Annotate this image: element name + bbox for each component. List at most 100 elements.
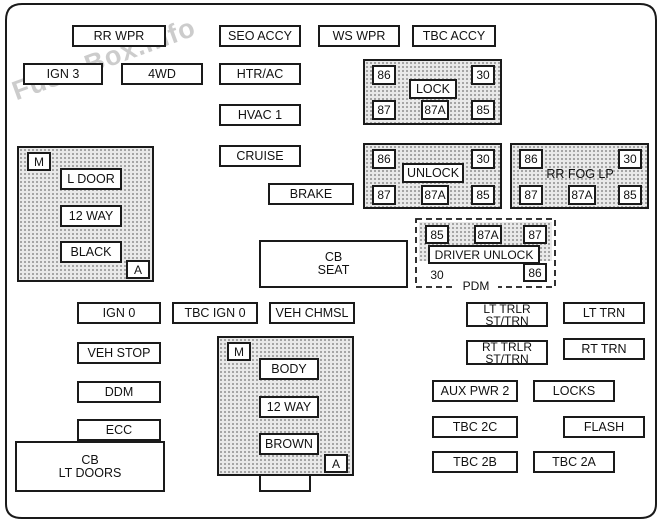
relay-pin: 87 xyxy=(519,185,543,205)
relay-pin: 85 xyxy=(471,100,495,120)
circuit-breaker-seat: CB SEAT xyxy=(259,240,408,288)
fuse-tbc-2c: TBC 2C xyxy=(432,416,518,438)
fuse-label: TBC 2A xyxy=(552,454,596,469)
connector-label: BODY xyxy=(259,358,319,380)
connector-corner-label: A xyxy=(324,454,348,473)
fuse-cruise: CRUISE xyxy=(219,145,301,167)
fuse-hvac1: HVAC 1 xyxy=(219,104,301,126)
fuse-rt-trn: RT TRN xyxy=(563,338,645,360)
fuse-label: BRAKE xyxy=(289,186,333,201)
connector-label: 12 WAY xyxy=(259,396,319,418)
fuse-label: WS WPR xyxy=(332,28,386,43)
fuse-label: RT TRN xyxy=(581,341,627,356)
relay-unlock: 86 30 UNLOCK 87 87A 85 xyxy=(363,143,502,209)
relay-pin: 86 xyxy=(372,149,396,169)
cb-label: SEAT xyxy=(317,263,350,277)
relay-pin: 85 xyxy=(425,225,449,244)
relay-pin: 30 xyxy=(471,65,495,85)
relay-pin: 85 xyxy=(618,185,642,205)
relay-lock: 86 30 LOCK 87 87A 85 xyxy=(363,59,502,125)
relay-pin: 86 xyxy=(519,149,543,169)
fuse-label: VEH CHMSL xyxy=(275,305,349,320)
circuit-breaker-lt-doors: CB LT DOORS xyxy=(15,441,165,492)
fuse-label: ECC xyxy=(105,422,133,437)
relay-pin: 30 xyxy=(471,149,495,169)
relay-pin: 87A xyxy=(421,100,449,120)
fuse-label: TBC 2C xyxy=(452,419,498,434)
relay-pin: 30 xyxy=(430,267,444,282)
fuse-label: 4WD xyxy=(148,66,176,81)
fuse-ecc: ECC xyxy=(77,419,161,441)
fuse-label: RT TRLR xyxy=(481,339,532,354)
relay-rr-fog-lp: 86 30 RR FOG LP 87 87A 85 xyxy=(510,143,649,209)
fuse-rt-trlr-st-trn: RT TRLR ST/TRN xyxy=(466,340,548,365)
fuse-label: DDM xyxy=(104,384,134,399)
relay-pin: 86 xyxy=(523,263,547,282)
relay-label: RR FOG LP xyxy=(546,167,614,181)
fuse-label: SEO ACCY xyxy=(228,28,292,43)
fuse-tbc-accy: TBC ACCY xyxy=(412,25,496,47)
fuse-label: LT TRN xyxy=(582,305,626,320)
fuse-locks: LOCKS xyxy=(533,380,615,402)
relay-pin: 87A xyxy=(568,185,596,205)
relay-pin: 87 xyxy=(523,225,547,244)
cb-label: CB xyxy=(81,452,99,467)
fuse-tbc-ign0: TBC IGN 0 xyxy=(172,302,258,324)
fuse-label: TBC 2B xyxy=(453,454,497,469)
fuse-rr-wpr: RR WPR xyxy=(72,25,166,47)
fuse-brake: BRAKE xyxy=(268,183,354,205)
fuse-label: CRUISE xyxy=(236,148,284,163)
fuse-ign3: IGN 3 xyxy=(23,63,103,85)
fuse-tbc-2a: TBC 2A xyxy=(533,451,615,473)
fuse-label: IGN 0 xyxy=(102,305,136,320)
fuse-label: RR WPR xyxy=(93,28,145,43)
fuse-aux-pwr2: AUX PWR 2 xyxy=(432,380,518,402)
fuse-label: TBC ACCY xyxy=(422,28,486,43)
fuse-label: HVAC 1 xyxy=(237,107,283,122)
fuse-ws-wpr: WS WPR xyxy=(318,25,400,47)
relay-pin: 86 xyxy=(372,65,396,85)
fuse-label: ST/TRN xyxy=(485,351,529,366)
fuse-ddm: DDM xyxy=(77,381,161,403)
fuse-label: LOCKS xyxy=(552,383,596,398)
fuse-label: LT TRLR xyxy=(483,301,531,316)
pdm-label: PDM xyxy=(454,278,498,294)
relay-pin: 87A xyxy=(421,185,449,205)
connector-bottom: M BODY 12 WAY BROWN A xyxy=(217,336,354,476)
cb-label: CB xyxy=(324,250,343,264)
fuse-veh-chmsl: VEH CHMSL xyxy=(269,302,355,324)
relay-pin: 30 xyxy=(618,149,642,169)
fuse-lt-trn: LT TRN xyxy=(563,302,645,324)
fuse-label: AUX PWR 2 xyxy=(440,383,510,398)
cb-label: LT DOORS xyxy=(58,465,122,480)
fuse-htr-ac: HTR/AC xyxy=(219,63,301,85)
fuse-veh-stop: VEH STOP xyxy=(77,342,161,364)
connector-label: L DOOR xyxy=(60,168,122,190)
fuse-label: IGN 3 xyxy=(46,66,80,81)
connector-label: BLACK xyxy=(60,241,122,263)
fuse-label: VEH STOP xyxy=(87,345,151,360)
connector-left: M L DOOR 12 WAY BLACK A xyxy=(17,146,154,282)
connector-corner-label: M xyxy=(27,152,51,171)
connector-label: 12 WAY xyxy=(60,205,122,227)
fuse-4wd: 4WD xyxy=(121,63,203,85)
fuse-label: FLASH xyxy=(583,419,625,434)
fuse-label: HTR/AC xyxy=(236,66,284,81)
fuse-flash: FLASH xyxy=(563,416,645,438)
fuse-ign0: IGN 0 xyxy=(77,302,161,324)
relay-label: DRIVER UNLOCK xyxy=(428,245,540,264)
fuse-seo-accy: SEO ACCY xyxy=(219,25,301,47)
connector-corner-label: M xyxy=(227,342,251,361)
connector-label: BROWN xyxy=(259,433,319,455)
connector-corner-label: A xyxy=(126,260,150,279)
relay-pin: 85 xyxy=(471,185,495,205)
fuse-tbc-2b: TBC 2B xyxy=(432,451,518,473)
fuse-label: ST/TRN xyxy=(485,313,529,328)
connector-tab xyxy=(259,476,311,492)
relay-label: UNLOCK xyxy=(402,163,464,183)
fuse-lt-trlr-st-trn: LT TRLR ST/TRN xyxy=(466,302,548,327)
relay-label: LOCK xyxy=(409,79,457,99)
relay-pin: 87A xyxy=(474,225,502,244)
